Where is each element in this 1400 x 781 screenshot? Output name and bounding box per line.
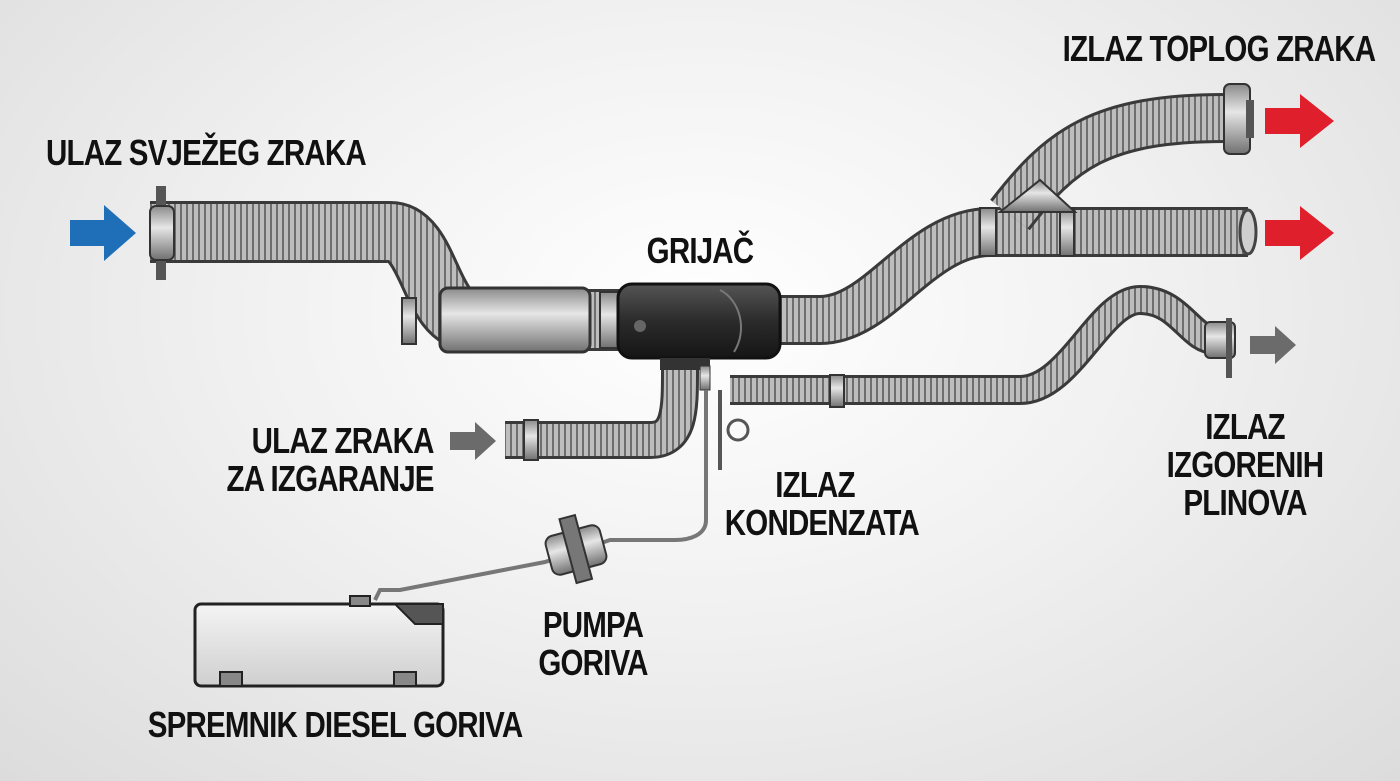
fresh-air-inlet-label: ULAZ SVJEŽEG ZRAKA bbox=[46, 132, 367, 173]
combustion-air-hose bbox=[505, 369, 699, 461]
condensate-tube bbox=[718, 390, 750, 470]
fresh-air-inlet-flange bbox=[149, 186, 175, 280]
exhaust-arrow-icon bbox=[1250, 326, 1296, 364]
fuel-tank-label: SPREMNIK DIESEL GORIVA bbox=[147, 704, 523, 745]
heater-unit bbox=[616, 282, 782, 391]
warm-air-outlet-flange bbox=[1223, 83, 1254, 155]
heater-label: GRIJAČ bbox=[646, 230, 754, 271]
combustion-air-arrow-icon bbox=[450, 422, 496, 460]
warm-air-outlet-label: IZLAZ TOPLOG ZRAKA bbox=[1062, 28, 1375, 69]
warm-air-arrow-icon bbox=[1265, 206, 1334, 260]
fuel-pump-label: PUMPA GORIVA bbox=[538, 604, 648, 683]
fuel-tank bbox=[193, 595, 445, 688]
fresh-air-arrow-icon bbox=[70, 205, 136, 261]
warm-air-outlet-arrow-icon bbox=[1265, 94, 1334, 148]
fuel-pump bbox=[544, 513, 608, 585]
exhaust-hose bbox=[730, 284, 1236, 408]
exhaust-outlet-label: IZLAZ IZGORENIH PLINOVA bbox=[1166, 406, 1324, 523]
combustion-air-inlet-label: ULAZ ZRAKA ZA IZGARANJE bbox=[226, 420, 435, 499]
condensate-outlet-label: IZLAZ KONDENZATA bbox=[724, 464, 920, 543]
